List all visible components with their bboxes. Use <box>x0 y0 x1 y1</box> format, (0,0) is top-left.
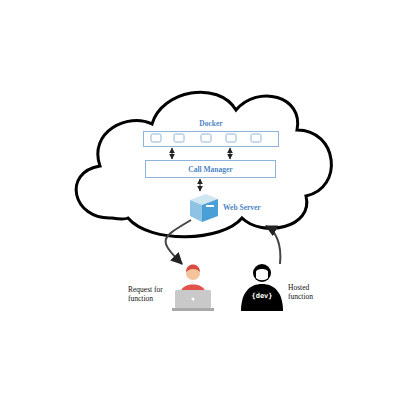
connector-arrow <box>200 179 201 191</box>
node-label: Request for function <box>128 286 168 303</box>
cloud-outline <box>76 92 331 237</box>
node-label: Web Server <box>223 203 261 212</box>
server-node: Web Server <box>188 192 300 222</box>
server-icon <box>190 194 218 222</box>
person-node: Request for function <box>124 262 216 314</box>
service-box: Docker <box>143 131 279 147</box>
connector-arrow <box>172 148 173 159</box>
node-label: Hosted function <box>288 284 326 301</box>
developer-figure <box>241 264 283 311</box>
connector-arrow <box>230 148 231 159</box>
user-figure <box>172 265 214 312</box>
person-node: {dev} Hosted function <box>238 262 328 314</box>
service-box: Call Manager <box>145 160 276 178</box>
connector-arrow <box>266 226 280 264</box>
connector-arrow <box>166 220 191 264</box>
node-label: Call Manager <box>146 165 275 174</box>
node-label: {dev} <box>251 292 273 300</box>
node-label: Docker <box>144 119 278 128</box>
container-squares <box>151 134 261 142</box>
